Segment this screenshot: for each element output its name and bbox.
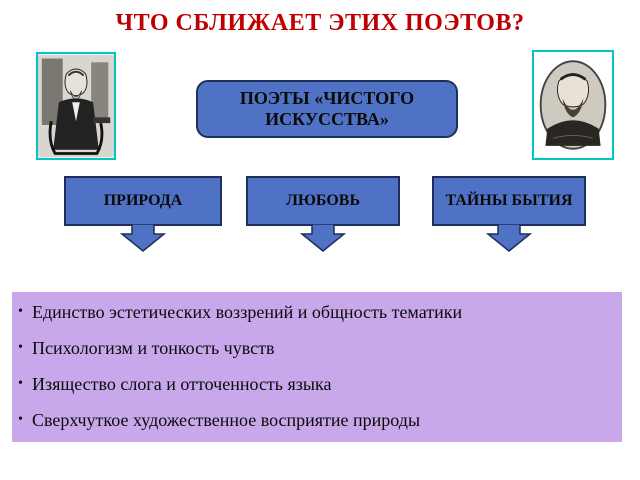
- slide-title: ЧТО СБЛИЖАЕТ ЭТИХ ПОЭТОВ?: [115, 10, 525, 36]
- list-item: Сверхчуткое художественное восприятие пр…: [12, 402, 622, 438]
- list-item: Психологизм и тонкость чувств: [12, 330, 622, 366]
- down-arrow-icon: [300, 224, 346, 252]
- category-box-mysteries: ТАЙНЫ БЫТИЯ: [432, 176, 586, 226]
- portrait-right-image: [532, 50, 614, 160]
- portrait-left-image: [36, 52, 116, 160]
- main-concept-box: ПОЭТЫ «ЧИСТОГО ИСКУССТВА»: [196, 80, 458, 138]
- summary-list: Единство эстетических воззрений и общнос…: [12, 294, 622, 438]
- summary-panel: Единство эстетических воззрений и общнос…: [12, 292, 622, 442]
- down-arrow-icon: [486, 224, 532, 252]
- category-box-love: ЛЮБОВЬ: [246, 176, 400, 226]
- category-box-nature: ПРИРОДА: [64, 176, 222, 226]
- down-arrow-icon: [120, 224, 166, 252]
- list-item: Единство эстетических воззрений и общнос…: [12, 294, 622, 330]
- list-item: Изящество слога и отточенность языка: [12, 366, 622, 402]
- oval-poet-engraving: [534, 52, 612, 158]
- seated-poet-engraving: [38, 54, 114, 158]
